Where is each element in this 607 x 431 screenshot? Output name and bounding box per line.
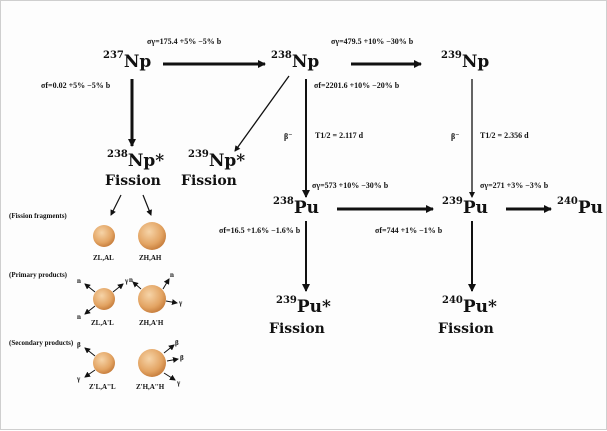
nuclide-np238-excited: 238Np* — [107, 149, 165, 171]
arrow-split-light — [110, 194, 122, 216]
nuclide-pu239: 239Pu — [442, 196, 489, 218]
xs-pu239-fission: σf=744 +1% −1% b — [375, 226, 443, 235]
label-heavy-primary: ZH,A'H — [139, 319, 164, 327]
nuclide-np239-excited: 239Np* — [188, 149, 246, 171]
stage-secondary: (Secondary products) — [9, 339, 74, 347]
particle-n-4: n — [170, 271, 174, 279]
decay-np238-beta: β⁻ — [284, 132, 293, 141]
particle-beta-2: β — [175, 339, 179, 347]
label-heavy-secondary: Z'H,A''H — [136, 383, 165, 391]
nuclide-pu238: 238Pu — [273, 196, 320, 218]
nuclide-np237: 237Np — [103, 50, 152, 72]
fragment-light — [93, 225, 115, 247]
nuclide-pu240-excited: 240Pu* — [442, 295, 497, 317]
particle-gamma-1: γ — [125, 277, 129, 285]
fission-label-np238: Fission — [105, 173, 161, 189]
arrow-split-heavy — [142, 194, 152, 216]
label-light-secondary: Z'L,A''L — [89, 383, 116, 391]
particle-n-1: n — [77, 277, 81, 285]
particle-beta-3: β — [180, 354, 184, 362]
label-light-primary: ZL,A'L — [91, 319, 114, 327]
nuclide-pu239-excited: 239Pu* — [276, 295, 331, 317]
particle-n-3: n — [129, 276, 133, 284]
xs-np238-fission: σf=2201.6 +10% −20% b — [314, 81, 400, 90]
fission-label-pu239: Fission — [269, 321, 325, 337]
decay-np238-halflife: T1/2 = 2.117 d — [315, 131, 364, 140]
fragment-heavy — [138, 222, 166, 250]
particle-gamma-3: γ — [77, 375, 81, 383]
xs-pu238-fission: σf=16.5 +1.6% −1.6% b — [219, 226, 301, 235]
primary-light — [93, 288, 115, 310]
stage-primary: (Primary products) — [9, 271, 67, 279]
primary-heavy — [138, 285, 166, 313]
fission-label-np239: Fission — [181, 173, 237, 189]
xs-pu238-capture: σγ=573 +10% −30% b — [312, 181, 389, 190]
particle-beta-1: β — [77, 341, 81, 349]
arrow-np238-np239x — [234, 75, 290, 152]
xs-np238-capture: σγ=479.5 +10% −30% b — [331, 37, 414, 46]
label-heavy-fragment: ZH,AH — [139, 254, 162, 262]
nuclide-np239: 239Np — [441, 50, 490, 72]
xs-np237-fission: σf=0.02 +5% −5% b — [41, 81, 111, 90]
decay-np239-halflife: T1/2 = 2.356 d — [480, 131, 529, 140]
xs-pu239-capture: σγ=271 +3% −3% b — [480, 181, 549, 190]
secondary-heavy — [138, 349, 166, 377]
fission-label-pu240: Fission — [438, 321, 494, 337]
decay-np239-beta: β⁻ — [451, 132, 460, 141]
label-light-fragment: ZL,AL — [93, 254, 114, 262]
particle-n-2: n — [77, 313, 81, 321]
stage-fragments: (Fission fragments) — [9, 212, 67, 220]
particle-gamma-2: γ — [179, 299, 183, 307]
nuclide-pu240: 240Pu — [557, 196, 604, 218]
secondary-light — [93, 352, 115, 374]
xs-np237-capture: σγ=175.4 +5% −5% b — [147, 37, 222, 46]
nuclide-np238: 238Np — [271, 50, 320, 72]
particle-gamma-4: γ — [177, 379, 181, 387]
